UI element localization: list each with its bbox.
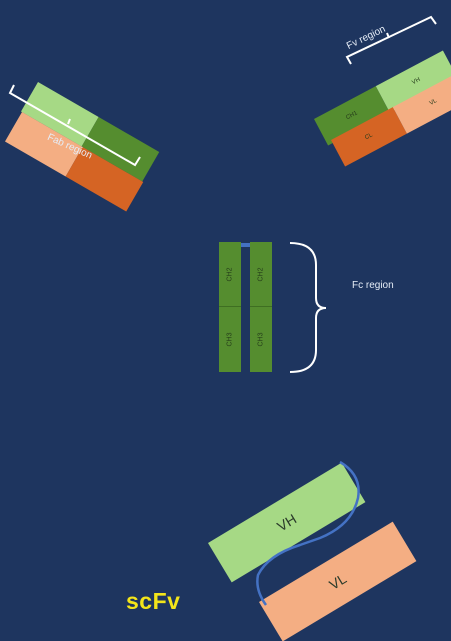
- scfv-title: scFv: [126, 588, 180, 615]
